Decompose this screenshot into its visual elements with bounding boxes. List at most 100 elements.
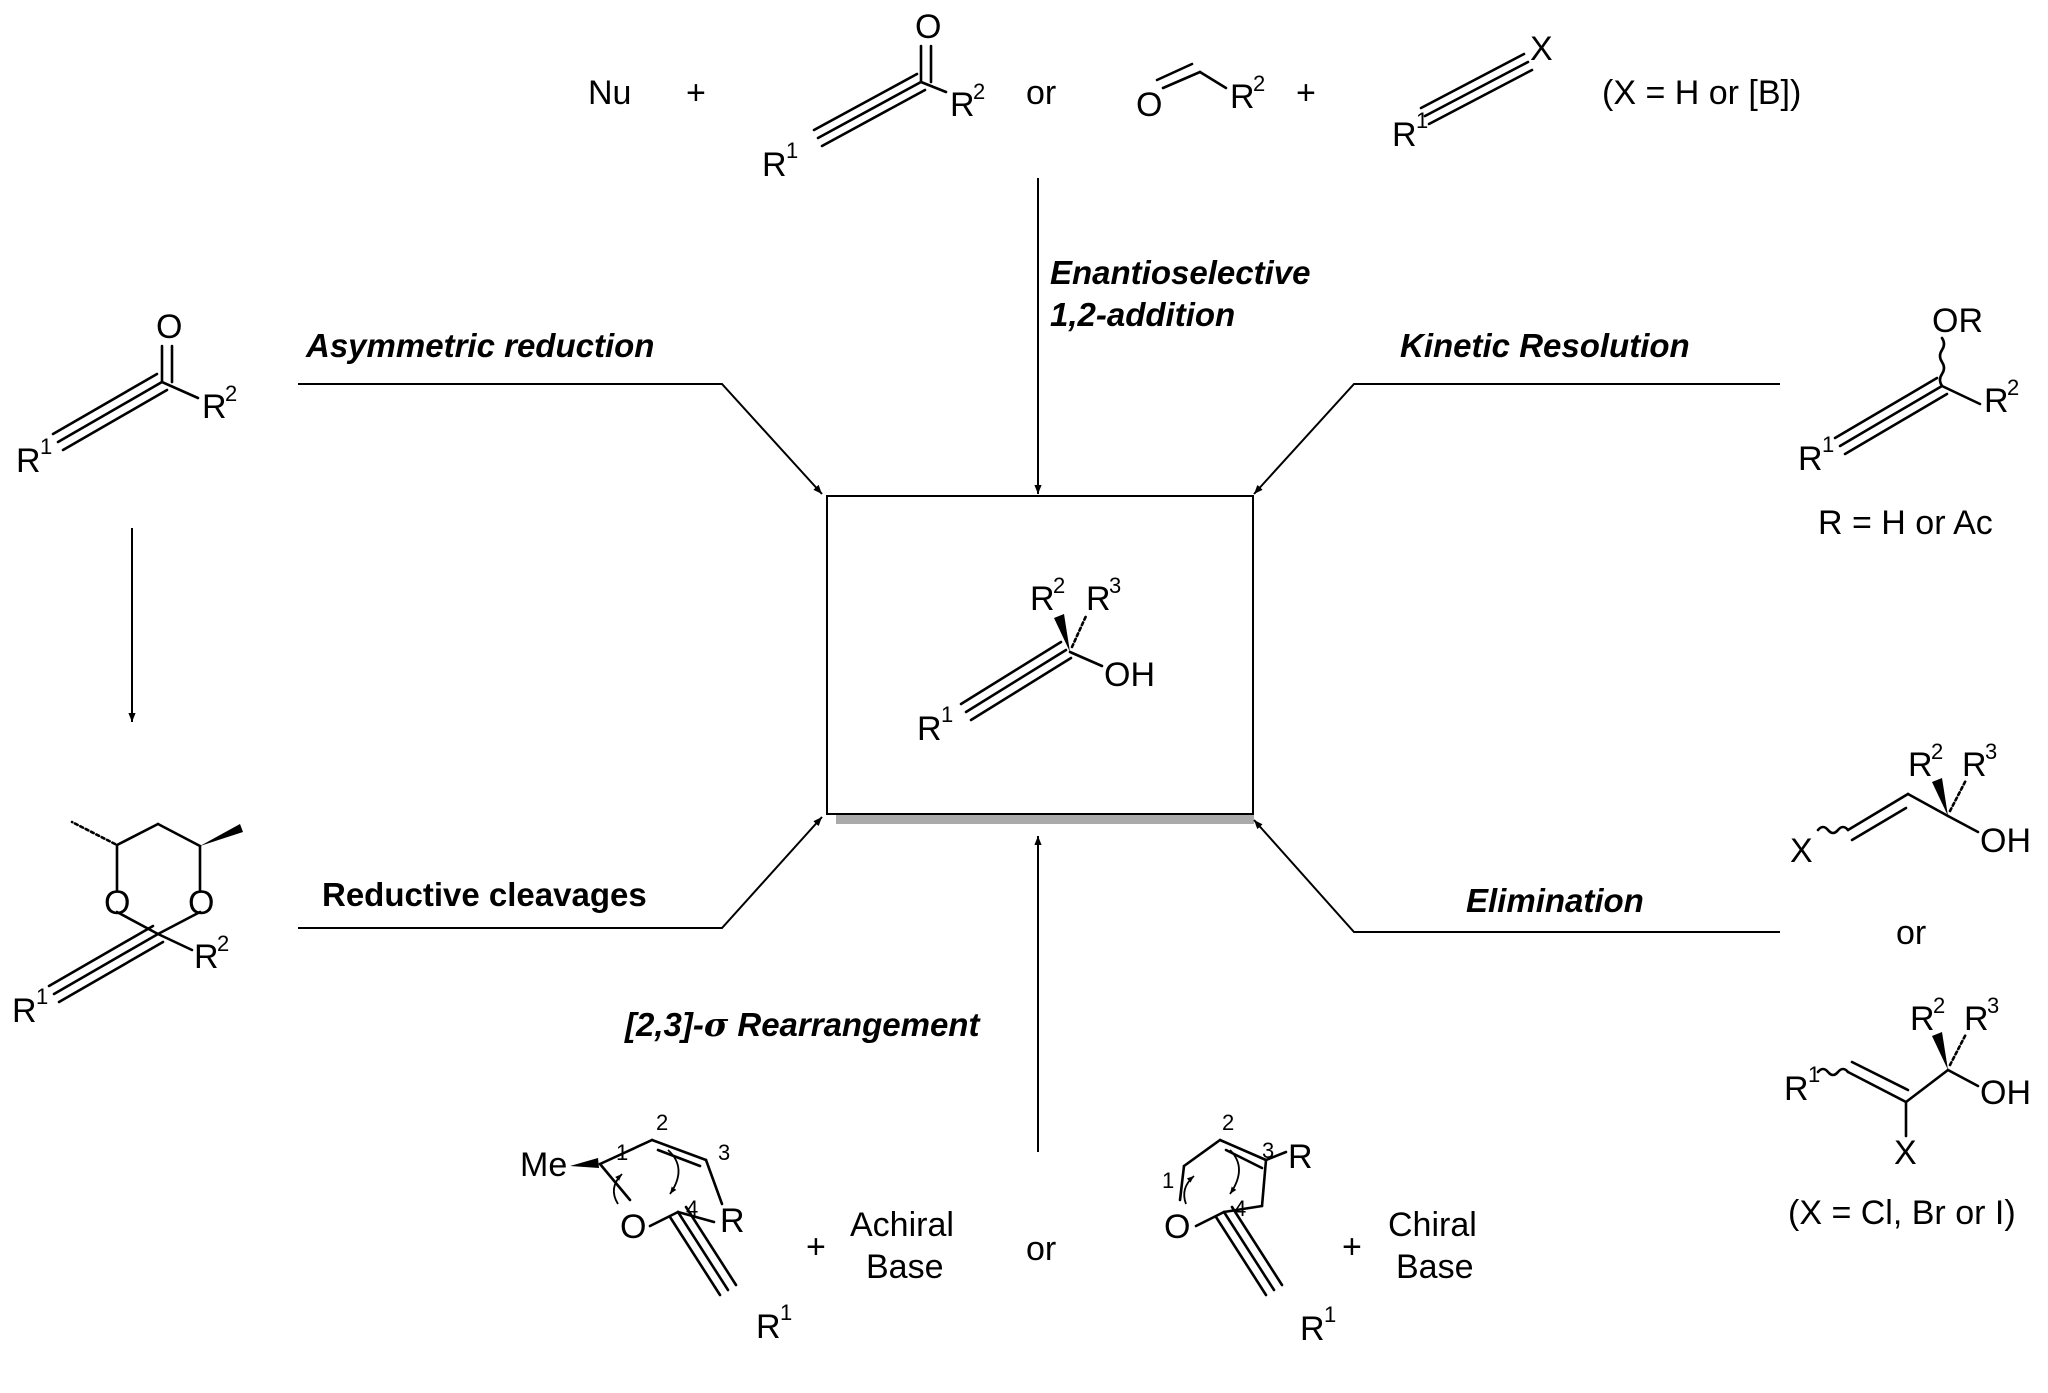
- svg-text:R: R: [1964, 1000, 1989, 1038]
- svg-text:O: O: [156, 308, 182, 346]
- svg-text:3: 3: [718, 1140, 730, 1165]
- svg-text:O: O: [620, 1208, 646, 1246]
- plus-sign: +: [686, 74, 706, 112]
- top-reagents: Nu + O R 2 R 1 or O R 2 +: [588, 8, 1801, 184]
- or-label: or: [1026, 74, 1056, 112]
- caption-r-equals: R = H or Ac: [1818, 504, 1993, 542]
- or-label: or: [1896, 914, 1926, 952]
- svg-text:R: R: [762, 146, 787, 184]
- svg-text:4: 4: [1234, 1196, 1246, 1221]
- curly-arrow: [1183, 1175, 1195, 1205]
- svg-text:R: R: [1962, 746, 1987, 784]
- svg-text:+: +: [1342, 1228, 1362, 1266]
- svg-text:O: O: [1136, 86, 1162, 124]
- svg-text:1: 1: [786, 138, 798, 163]
- nu-label: Nu: [588, 74, 631, 112]
- curly-arrow: [612, 1173, 623, 1205]
- left-ynone-structure: O R 2 R 1: [16, 308, 237, 480]
- wavy-bond: [1938, 336, 1946, 388]
- svg-text:R: R: [917, 710, 942, 748]
- bottom-right-substrate: O R 1 2 3 4 R 1: [1162, 1110, 1336, 1348]
- svg-text:R: R: [720, 1202, 745, 1240]
- carbonyl-oxygen: O: [915, 8, 941, 46]
- propargylic-alcohol: R 2 R 3 OH R 1: [917, 573, 1155, 748]
- wavy-bond: [1816, 825, 1850, 835]
- svg-text:O: O: [1164, 1208, 1190, 1246]
- svg-text:R: R: [1910, 1000, 1935, 1038]
- label-asymmetric-reduction: Asymmetric reduction: [305, 327, 654, 364]
- wedge-bond: [1054, 614, 1070, 652]
- svg-text:2: 2: [656, 1110, 668, 1135]
- svg-text:4: 4: [686, 1196, 698, 1221]
- curly-arrow: [667, 1149, 680, 1195]
- svg-text:2: 2: [2007, 375, 2019, 400]
- right-2-haloallyl-structure: R 2 R 3 R 1 OH X (X = Cl, Br or I): [1784, 993, 2031, 1232]
- arrow-reductive-cleavages: [298, 816, 823, 929]
- svg-text:O: O: [188, 884, 214, 922]
- label-1-2-addition: 1,2-addition: [1050, 296, 1235, 333]
- svg-text:1: 1: [616, 1140, 628, 1165]
- svg-text:R: R: [756, 1308, 781, 1346]
- svg-text:R: R: [12, 992, 37, 1030]
- svg-text:R: R: [1784, 1070, 1809, 1108]
- svg-text:OH: OH: [1104, 656, 1155, 694]
- achiral-base-line1: Achiral: [850, 1206, 954, 1244]
- svg-text:X: X: [1530, 30, 1553, 68]
- svg-text:R: R: [1984, 382, 2009, 420]
- svg-text:R: R: [194, 938, 219, 976]
- svg-text:2: 2: [1933, 993, 1945, 1018]
- svg-text:R: R: [202, 388, 227, 426]
- aldehyde-structure: O R 2: [1136, 62, 1265, 124]
- svg-text:1: 1: [1162, 1168, 1174, 1193]
- svg-text:1: 1: [40, 434, 52, 459]
- ynone-structure: O R 2 R 1: [762, 8, 985, 184]
- label-elimination: Elimination: [1466, 882, 1644, 919]
- right-racemic-alcohol-structure: OR R 2 R 1 R = H or Ac: [1798, 302, 2019, 542]
- svg-text:or: or: [1026, 1230, 1056, 1268]
- svg-text:R: R: [950, 86, 975, 124]
- arrow-kinetic-resolution: [1253, 383, 1780, 495]
- svg-text:3: 3: [1262, 1138, 1274, 1163]
- svg-text:R: R: [1230, 78, 1255, 116]
- wedge-methyl: [200, 824, 243, 846]
- chiral-base-line1: Chiral: [1388, 1206, 1477, 1244]
- svg-text:+: +: [1296, 74, 1316, 112]
- svg-text:2: 2: [225, 381, 237, 406]
- svg-text:OR: OR: [1932, 302, 1983, 340]
- svg-text:OH: OH: [1980, 822, 2031, 860]
- arrow-elimination: [1253, 819, 1780, 933]
- label-reductive-cleavages: Reductive cleavages: [322, 876, 647, 913]
- svg-text:1: 1: [780, 1300, 792, 1325]
- svg-text:1: 1: [1822, 432, 1834, 457]
- svg-text:R: R: [1392, 116, 1417, 154]
- svg-text:2: 2: [217, 931, 229, 956]
- svg-text:3: 3: [1985, 739, 1997, 764]
- svg-text:1: 1: [1808, 1062, 1820, 1087]
- label-rearrangement: [2,3]-σ Rearrangement: [624, 1005, 981, 1044]
- svg-text:1: 1: [1324, 1302, 1336, 1327]
- chiral-base-line2: Base: [1396, 1248, 1474, 1286]
- achiral-base-line2: Base: [866, 1248, 944, 1286]
- svg-text:1: 1: [36, 984, 48, 1009]
- arrow-asymmetric-reduction: [298, 383, 823, 495]
- hashed-bond: [1070, 614, 1088, 649]
- left-dioxane-structure: O O R 2 R 1: [12, 820, 243, 1030]
- svg-text:X: X: [1894, 1134, 1917, 1172]
- boron-condition: (X = H or [B]): [1602, 74, 1801, 112]
- svg-text:R: R: [1798, 440, 1823, 478]
- target-product-box: R 2 R 3 OH R 1: [826, 495, 1254, 824]
- alkyne-structure: X R 1: [1392, 30, 1553, 154]
- curly-arrow: [1229, 1149, 1240, 1195]
- svg-text:2: 2: [1931, 739, 1943, 764]
- svg-text:1: 1: [941, 702, 953, 727]
- svg-text:3: 3: [1987, 993, 1999, 1018]
- svg-text:X: X: [1790, 832, 1813, 870]
- triple-bond: [816, 80, 923, 140]
- label-kinetic-resolution: Kinetic Resolution: [1400, 327, 1690, 364]
- svg-text:2: 2: [1253, 71, 1265, 96]
- svg-text:R: R: [1908, 746, 1933, 784]
- svg-text:2: 2: [1222, 1110, 1234, 1135]
- hashed-methyl: [70, 820, 117, 846]
- svg-text:R: R: [1086, 580, 1111, 618]
